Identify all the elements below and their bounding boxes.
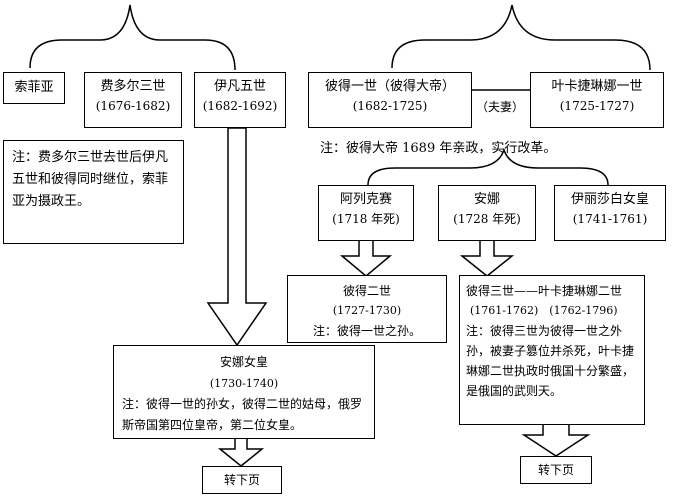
peter2-note: 注：彼得一世之孙。 [312, 324, 421, 338]
empress-anna-years: (1730-1740) [209, 377, 279, 390]
next-page-right-label: 转下页 [537, 463, 574, 477]
anna-daughter-name: 安娜 [473, 192, 500, 207]
ivan-to-anna-arrow [206, 127, 268, 347]
peter3-to-next-arrow [521, 423, 591, 457]
alexei-box: 阿列克赛 (1718 年死) [318, 185, 414, 241]
elizabeth-years: (1741-1761) [572, 212, 648, 227]
empress-anna-note: 注：彼得一世的孙女，彼得二世的姑母，俄罗斯帝国第四位皇帝，第二位女皇。 [122, 397, 363, 432]
right-family-bracket [391, 4, 651, 71]
catherine1-name: 叶卡捷琳娜一世 [551, 79, 643, 94]
peter2-name: 彼得二世 [342, 284, 391, 298]
children-bracket [367, 147, 609, 186]
fyodor-name: 费多尔三世 [100, 79, 166, 94]
alexei-years: (1718 年死) [332, 212, 400, 227]
catherine1-years: (1725-1727) [559, 99, 635, 114]
sofia-box: 索菲亚 [3, 72, 65, 104]
peter1-box: 彼得一世（彼得大帝） (1682-1725) [308, 72, 472, 128]
peter3-title: 彼得三世——叶卡捷琳娜二世 [466, 284, 623, 298]
next-page-left-box: 转下页 [202, 466, 282, 494]
anna-to-peter3-arrow [459, 239, 515, 277]
elizabeth-box: 伊丽莎白女皇 (1741-1761) [554, 185, 666, 241]
sofia-name: 索菲亚 [14, 80, 54, 95]
anna-to-next-arrow [217, 437, 265, 467]
alexei-name: 阿列克赛 [339, 192, 392, 207]
anna-daughter-box: 安娜 (1728 年死) [438, 185, 536, 241]
peter3-note: 注：彼得三世为彼得一世之外孙，被妻子篡位并杀死，叶卡捷琳娜二世执政时俄国十分繁盛… [466, 324, 635, 398]
next-page-right-box: 转下页 [520, 456, 592, 484]
elizabeth-name: 伊丽莎白女皇 [570, 192, 649, 207]
couple-label: （夫妻） [476, 100, 525, 114]
fyodor-box: 费多尔三世 (1676-1682) [84, 72, 182, 128]
peter1-name: 彼得一世（彼得大帝） [324, 79, 455, 94]
ivan-box: 伊凡五世 (1682-1692) [194, 72, 286, 128]
left-family-bracket [29, 4, 236, 71]
peter3-box: 彼得三世——叶卡捷琳娜二世 (1761-1762) (1762-1796) 注：… [459, 275, 645, 425]
peter3-years: (1761-1762) (1762-1796) [470, 304, 618, 317]
peter1-years: (1682-1725) [352, 99, 428, 114]
peter2-box: 彼得二世 (1727-1730) 注：彼得一世之孙。 [287, 275, 447, 343]
peter-reform-note: 注：彼得大帝 1689 年亲政，实行改革。 [320, 141, 557, 156]
peter2-years: (1727-1730) [332, 304, 402, 317]
empress-anna-name: 安娜女皇 [219, 355, 268, 369]
ivan-name: 伊凡五世 [213, 79, 266, 94]
next-page-left-label: 转下页 [223, 473, 260, 487]
alexei-to-peter2-arrow [339, 239, 393, 277]
succession-note: 注：费多尔三世去世后伊凡五世和彼得同时继位，索菲亚为摄政王。 [12, 150, 169, 209]
anna-daughter-years: (1728 年死) [453, 212, 521, 227]
succession-note-box: 注：费多尔三世去世后伊凡五世和彼得同时继位，索菲亚为摄政王。 [3, 140, 184, 244]
ivan-years: (1682-1692) [202, 99, 278, 114]
catherine1-box: 叶卡捷琳娜一世 (1725-1727) [530, 72, 664, 128]
empress-anna-box: 安娜女皇 (1730-1740) 注：彼得一世的孙女，彼得二世的姑母，俄罗斯帝国… [113, 345, 375, 439]
fyodor-years: (1676-1682) [95, 99, 171, 114]
